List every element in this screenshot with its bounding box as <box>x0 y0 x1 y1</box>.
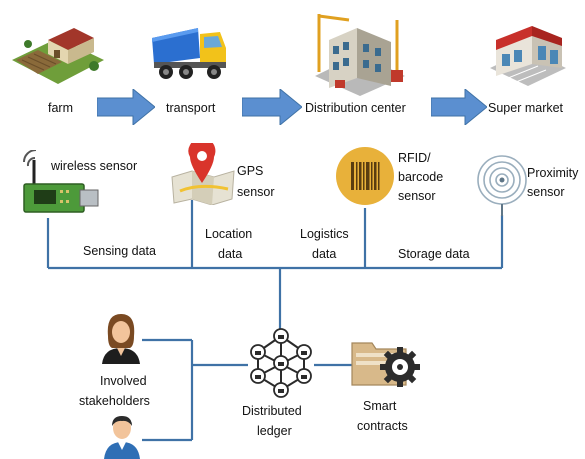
storage-data-label: Storage data <box>398 247 470 261</box>
farm-icon <box>8 10 108 88</box>
transport-label: transport <box>166 101 216 115</box>
wireless-sensor-icon <box>14 150 104 220</box>
farm-label: farm <box>48 101 73 115</box>
building-icon <box>305 6 415 96</box>
smart-contracts-label-2: contracts <box>357 419 408 433</box>
supermarket-icon <box>488 16 568 86</box>
stakeholders-label-2: stakeholders <box>79 394 150 408</box>
supermarket-label: Super market <box>488 101 564 115</box>
ledger-label-2: ledger <box>257 424 292 438</box>
distribution-center-label: Distribution center <box>305 101 406 115</box>
logistics-data-label-1: Logistics <box>300 227 349 241</box>
sensing-data-label: Sensing data <box>83 244 156 258</box>
gear-folder-icon <box>350 333 422 391</box>
ledger-label-1: Distributed <box>242 404 302 418</box>
proximity-icon <box>474 150 532 218</box>
rfid-label-2: barcode <box>398 170 444 184</box>
gps-sensor-label-1: GPS <box>237 164 264 178</box>
stakeholders-label-1: Involved <box>100 374 147 388</box>
woman-icon <box>100 312 142 364</box>
location-data-label-1: Location <box>205 227 253 241</box>
truck-icon <box>150 20 230 82</box>
arrow-distribution-market <box>431 89 487 125</box>
proximity-label-2: sensor <box>527 185 565 199</box>
proximity-label-1: Proximity <box>527 166 579 180</box>
man-icon <box>102 414 142 459</box>
smart-contracts-label-1: Smart <box>363 399 397 413</box>
arrow-farm-transport <box>97 89 155 125</box>
gps-sensor-label-2: sensor <box>237 185 275 199</box>
rfid-label-3: sensor <box>398 189 436 203</box>
logistics-data-label-2: data <box>312 247 337 261</box>
arrow-transport-distribution <box>242 89 302 125</box>
rfid-label-1: RFID/ <box>398 151 431 165</box>
wireless-sensor-label: wireless sensor <box>51 159 138 173</box>
network-lock-icon <box>244 326 318 400</box>
location-data-label-2: data <box>218 247 243 261</box>
gps-map-icon <box>170 143 236 205</box>
barcode-icon <box>335 144 395 208</box>
